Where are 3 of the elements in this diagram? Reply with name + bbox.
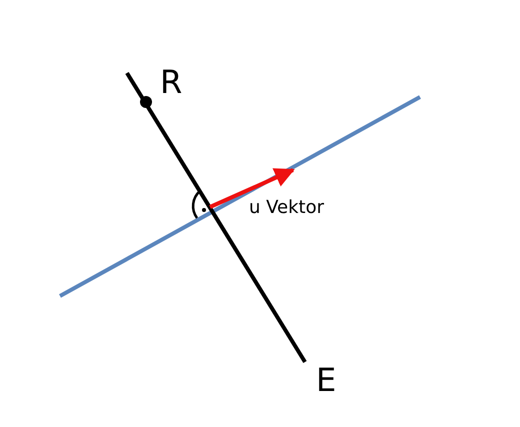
- vector-label: u Vektor: [249, 199, 324, 217]
- point-label: R: [160, 66, 182, 98]
- point-label: E: [316, 364, 336, 396]
